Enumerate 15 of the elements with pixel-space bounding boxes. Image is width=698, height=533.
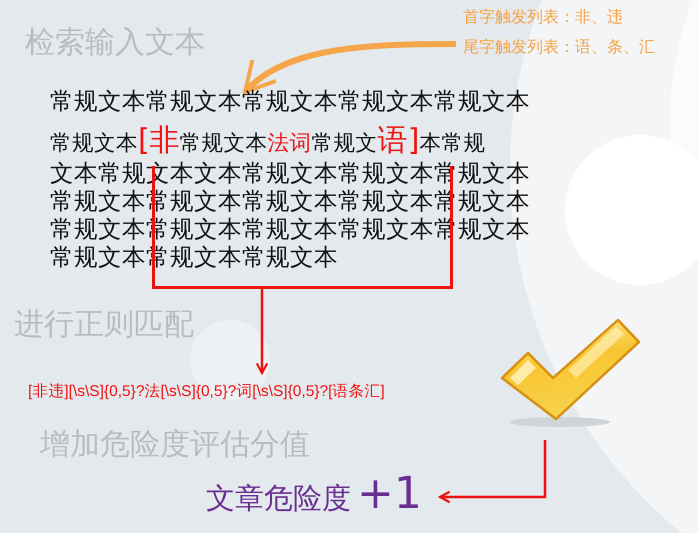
risk-score-text: 文章危险度+1 (206, 470, 438, 526)
trigger-list: 首字触发列表：非、违 尾字触发列表：语、条、汇 (458, 6, 683, 62)
text-line: 常规文本 (50, 132, 138, 157)
text-line: 语] (378, 124, 420, 158)
text-line: 法词 (268, 132, 312, 157)
text-line: 本常规 (419, 132, 486, 157)
checkmark-icon (498, 318, 640, 428)
text-line: 常规文 (312, 132, 378, 157)
text-line: 常规文本常规文本常规文本常规文本常规文本 (50, 90, 532, 118)
regex-text: [非违][\s\S]{0,5}?法[\s\S]{0,5}?词[\s\S]{0,5}?[语条汇] (28, 383, 488, 405)
arrow (438, 440, 546, 504)
arrow (256, 289, 268, 374)
text-line: [非 (138, 124, 180, 158)
text-line: 常规文本 (180, 132, 268, 157)
arrow (242, 41, 456, 94)
